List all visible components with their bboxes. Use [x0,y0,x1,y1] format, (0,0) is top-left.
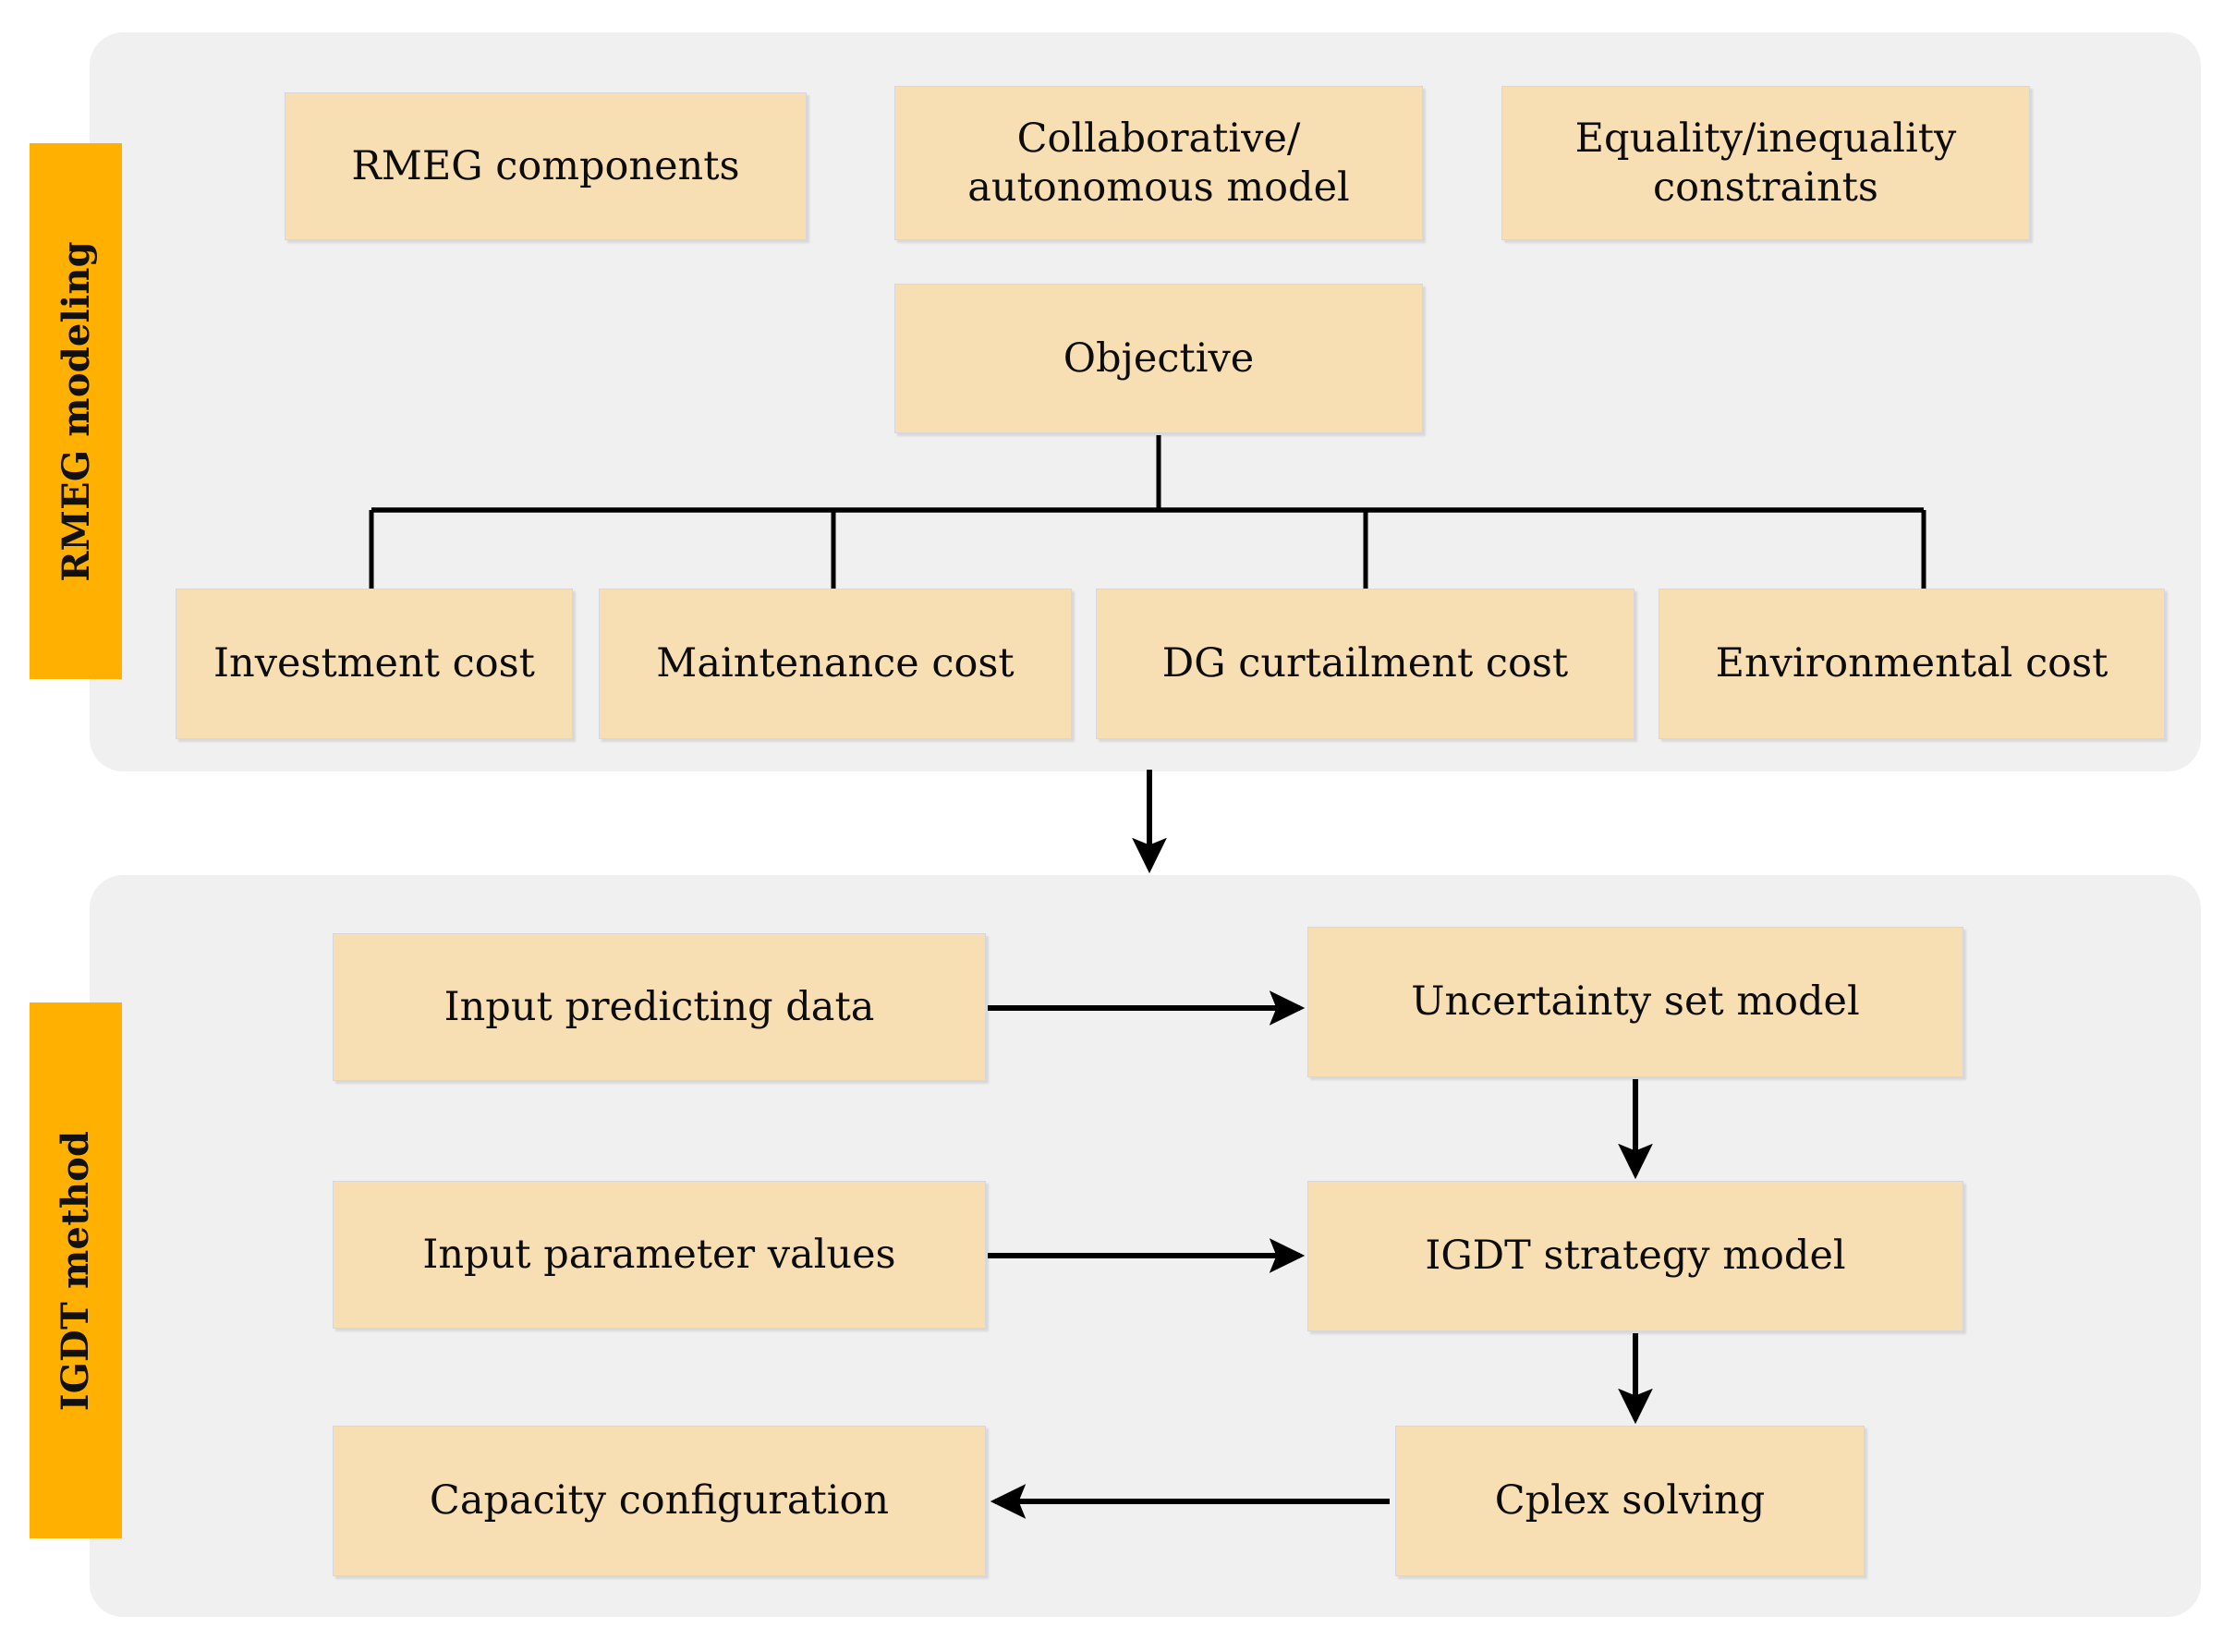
node-objective-label: Objective [1063,334,1255,382]
section-tab-rmeg-modeling: RMEG modeling [30,143,122,679]
node-input-parameter-values[interactable]: Input parameter values [333,1181,986,1329]
node-environmental-cost[interactable]: Environmental cost [1659,589,2165,739]
node-dg-curtailment-cost-label: DG curtailment cost [1161,640,1569,687]
node-capacity-configuration[interactable]: Capacity configuration [333,1426,986,1576]
node-input-predicting-data[interactable]: Input predicting data [333,933,986,1081]
node-collaborative-autonomous-model-label: Collaborative/ autonomous model [967,115,1350,212]
node-igdt-strategy-model[interactable]: IGDT strategy model [1307,1181,1963,1331]
node-environmental-cost-label: Environmental cost [1715,640,2108,687]
node-equality-inequality-constraints-label: Equality/inequality constraints [1575,115,1957,212]
node-collaborative-line-1: Collaborative/ [1016,115,1301,163]
node-constraints-line-1: Equality/inequality [1574,115,1957,163]
node-igdt-strategy-model-label: IGDT strategy model [1425,1233,1846,1280]
node-cplex-solving[interactable]: Cplex solving [1395,1426,1865,1576]
section-tab-igdt-method-label: IGDT method [54,1130,98,1411]
node-rmeg-components-label: RMEG components [351,142,740,189]
node-input-parameter-values-label: Input parameter values [422,1231,896,1278]
node-collaborative-line-2: autonomous model [967,164,1350,211]
node-investment-cost-label: Investment cost [213,640,535,687]
node-uncertainty-set-model-label: Uncertainty set model [1411,978,1860,1026]
node-input-predicting-data-label: Input predicting data [444,983,875,1030]
node-constraints-line-2: constraints [1652,164,1878,211]
node-uncertainty-set-model[interactable]: Uncertainty set model [1307,927,1963,1077]
node-maintenance-cost-label: Maintenance cost [656,640,1015,687]
node-objective[interactable]: Objective [894,284,1423,433]
node-maintenance-cost[interactable]: Maintenance cost [599,589,1072,739]
node-rmeg-components[interactable]: RMEG components [285,92,807,240]
node-capacity-configuration-label: Capacity configuration [429,1477,890,1524]
node-investment-cost[interactable]: Investment cost [176,589,573,739]
node-cplex-solving-label: Cplex solving [1494,1477,1766,1524]
node-collaborative-autonomous-model[interactable]: Collaborative/ autonomous model [894,86,1423,240]
section-tab-rmeg-modeling-label: RMEG modeling [54,240,98,582]
section-tab-igdt-method: IGDT method [30,1002,122,1538]
node-dg-curtailment-cost[interactable]: DG curtailment cost [1096,589,1634,739]
node-equality-inequality-constraints[interactable]: Equality/inequality constraints [1501,86,2030,240]
